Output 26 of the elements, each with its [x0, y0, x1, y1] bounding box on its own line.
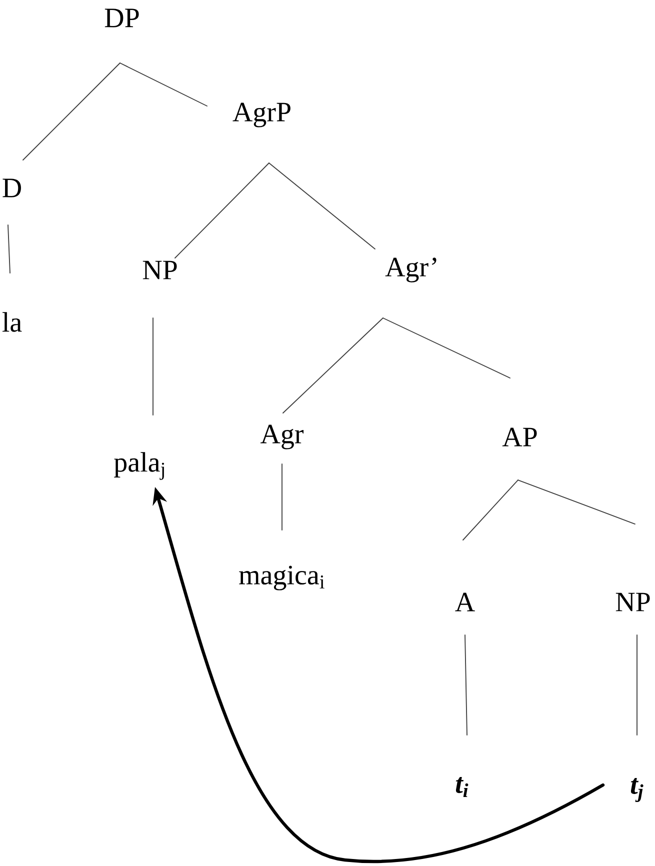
branch-line — [636, 634, 638, 736]
branch-line — [464, 634, 468, 736]
category-label: D — [2, 178, 21, 198]
category-label: AP — [502, 428, 537, 446]
word-label: pala$_{j}$ — [114, 452, 164, 480]
branch-line — [518, 480, 636, 524]
category-label: AgrP — [232, 102, 290, 128]
branch-line — [282, 318, 384, 414]
category-label: Agr’ — [385, 258, 436, 282]
category-label: NP — [142, 260, 177, 280]
word-label: magica$_{i}$ — [239, 566, 324, 590]
branch-line — [8, 224, 10, 274]
branch-line — [268, 162, 376, 250]
branch-line — [120, 62, 208, 106]
category-label: NP — [616, 592, 650, 612]
category-label: DP — [104, 8, 139, 28]
trace-label: t$_{i}$ — [456, 777, 468, 797]
trace-label: t$_{j}$ — [630, 778, 644, 802]
word-label: la — [2, 312, 22, 332]
branch-line — [22, 62, 120, 160]
category-label: Agr — [260, 424, 304, 450]
branch-line — [462, 480, 518, 540]
branch-line — [174, 162, 270, 258]
category-label: A — [455, 592, 475, 612]
branch-line — [152, 318, 154, 416]
branch-line — [382, 318, 510, 378]
